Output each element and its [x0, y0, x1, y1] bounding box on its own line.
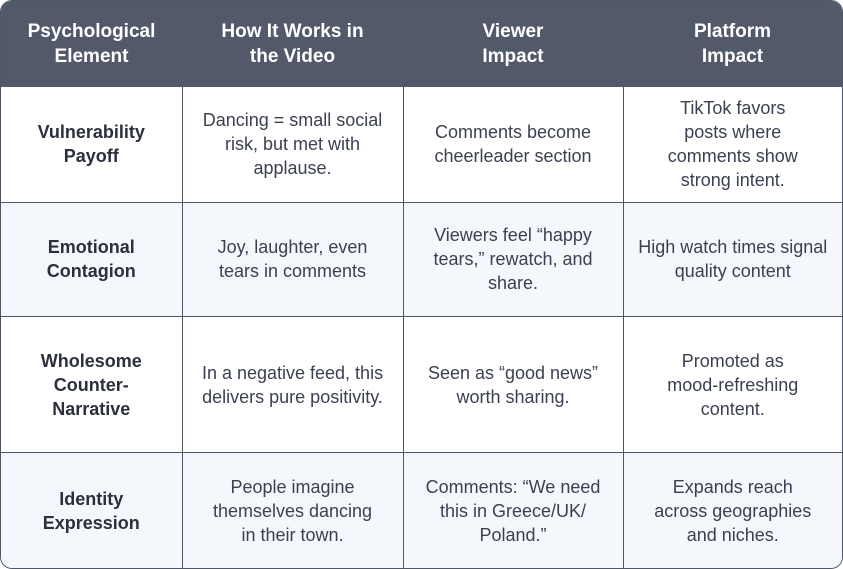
cell-text: Comments become cheerleader section [434, 122, 592, 167]
cell-platform: High watch times signal quality content [623, 201, 842, 317]
table-row: Vulnerability Payoff Dancing = small soc… [1, 87, 842, 203]
cell-text: People imagine themselves dancing in the… [212, 476, 373, 545]
cell-text: Expands reach across geographies and nic… [654, 476, 812, 545]
cell-how: Joy, laughter, even tears in comments [182, 201, 404, 317]
table-row: Identity Expression People imagine thems… [1, 452, 842, 568]
cell-text: Seen as “good news” worth sharing. [427, 362, 599, 407]
cell-platform: Expands reach across geographies and nic… [623, 452, 842, 568]
header-row: Psychological Element How It Works in th… [1, 1, 842, 87]
cell-how: Dancing = small social risk, but met wit… [182, 87, 404, 203]
cell-platform: TikTok favors posts where comments show … [623, 87, 842, 203]
cell-text: Identity Expression [42, 488, 140, 533]
cell-text: High watch times signal quality content [638, 237, 828, 282]
cell-text: In a negative feed, this delivers pure p… [201, 362, 384, 407]
cell-how: In a negative feed, this delivers pure p… [182, 315, 404, 453]
cell-text: Vulnerability Payoff [37, 122, 145, 167]
header-label: Platform Impact [693, 21, 772, 67]
header-viewer-impact: Viewer Impact [403, 1, 623, 87]
cell-element: Vulnerability Payoff [1, 87, 183, 203]
cell-text: Promoted as mood-refreshing content. [667, 350, 799, 419]
cell-viewer: Comments become cheerleader section [403, 87, 624, 203]
header-how-it-works: How It Works in the Video [182, 1, 403, 87]
cell-how: People imagine themselves dancing in the… [182, 452, 404, 568]
cell-element: Emotional Contagion [1, 201, 183, 317]
table-row: Wholesome Counter-Narrative In a negativ… [1, 315, 842, 453]
cell-text: TikTok favors posts where comments show … [667, 98, 798, 191]
header-platform-impact: Platform Impact [623, 1, 842, 87]
cell-text: Emotional Contagion [46, 237, 136, 282]
table-row: Emotional Contagion Joy, laughter, even … [1, 201, 842, 317]
cell-text: Joy, laughter, even tears in comments [217, 237, 368, 282]
cell-element: Wholesome Counter-Narrative [1, 315, 183, 453]
cell-viewer: Seen as “good news” worth sharing. [403, 315, 624, 453]
header-label: Viewer Impact [482, 21, 544, 67]
cell-platform: Promoted as mood-refreshing content. [623, 315, 842, 453]
cell-viewer: Comments: “We need this in Greece/UK/ Po… [403, 452, 624, 568]
cell-viewer: Viewers feel “happy tears,” rewatch, and… [403, 201, 624, 317]
cell-text: Comments: “We need this in Greece/UK/ Po… [425, 476, 601, 545]
header-label: How It Works in the Video [221, 21, 364, 67]
cell-text: Wholesome Counter-Narrative [40, 350, 142, 419]
table-body: Vulnerability Payoff Dancing = small soc… [1, 87, 842, 568]
header-psychological-element: Psychological Element [1, 1, 182, 87]
table-header: Psychological Element How It Works in th… [1, 1, 842, 87]
cell-text: Viewers feel “happy tears,” rewatch, and… [433, 225, 593, 294]
header-label: Psychological Element [27, 21, 156, 67]
cell-text: Dancing = small social risk, but met wit… [202, 110, 383, 179]
cell-element: Identity Expression [1, 452, 183, 568]
